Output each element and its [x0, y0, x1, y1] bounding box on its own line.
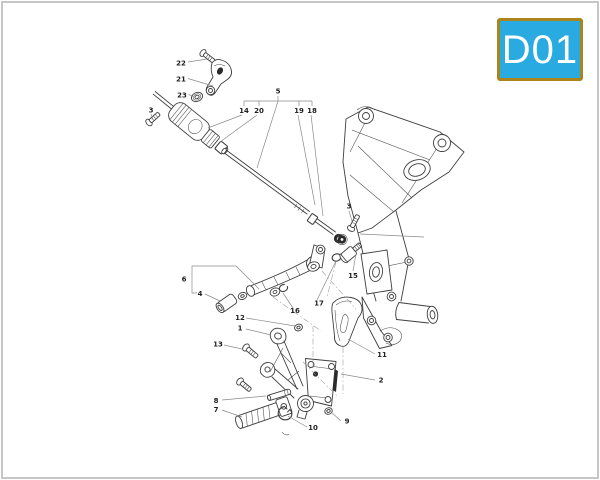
callout-2: 2	[379, 377, 384, 385]
callout-10: 10	[308, 424, 318, 432]
callout-18: 18	[307, 107, 317, 115]
gearshift-rod	[221, 147, 344, 244]
callout-8: 8	[214, 397, 219, 405]
bolt-13b	[236, 377, 252, 392]
callout-15: 15	[348, 272, 358, 280]
footpeg-7	[235, 396, 293, 429]
nut-9	[324, 407, 333, 415]
callout-21: 21	[176, 76, 186, 84]
diagram-code-badge: D01	[497, 18, 583, 81]
rocker-link	[307, 244, 326, 272]
callout-3-right: 3	[347, 203, 352, 211]
washer-12	[294, 323, 303, 332]
leader-lines	[150, 58, 425, 428]
callout-5: 5	[276, 88, 281, 96]
callout-3-left: 3	[149, 107, 154, 115]
bolt-3-left	[145, 112, 161, 127]
diagram-code-text: D01	[501, 27, 579, 72]
footrest-bracket-assembly	[235, 296, 363, 436]
callout-7: 7	[214, 406, 219, 414]
bushing-4	[215, 293, 238, 314]
bolt-3-right	[346, 214, 360, 232]
rod-locknut-19	[306, 213, 319, 225]
footrest-bracket-1	[259, 327, 314, 420]
callout-19: 19	[294, 107, 304, 115]
callout-6: 6	[182, 276, 187, 284]
shift-arm-cluster	[190, 49, 233, 103]
washer-mid	[237, 291, 248, 301]
callout-20: 20	[254, 107, 264, 115]
circlip-16	[278, 283, 289, 293]
rod-actuator-assembly	[145, 91, 229, 155]
callout-23: 23	[177, 92, 187, 100]
callout-13: 13	[213, 341, 223, 349]
callout-12: 12	[235, 314, 245, 322]
bolt-13a	[242, 343, 259, 359]
heel-guard-11	[331, 296, 363, 347]
centerlines	[272, 261, 357, 397]
pivot-bolt-15	[336, 234, 363, 264]
mounting-plate-2	[305, 358, 338, 407]
callout-17: 17	[314, 300, 324, 308]
callout-14: 14	[239, 107, 249, 115]
callout-22: 22	[176, 60, 186, 68]
gear-lever-assembly	[215, 214, 363, 314]
clevis-pin-8	[266, 388, 292, 401]
callout-labels: 1 2 3 3 4 5 6 7 8 9 10 11 12 13 14 15 16…	[149, 60, 387, 433]
callout-16: 16	[290, 307, 300, 315]
washer-23	[190, 91, 204, 103]
callout-9: 9	[345, 418, 350, 426]
return-spring-10	[277, 405, 293, 436]
shift-arm-21	[205, 58, 233, 96]
callout-1: 1	[238, 325, 243, 333]
callout-4: 4	[198, 290, 203, 298]
callout-11: 11	[377, 351, 387, 359]
